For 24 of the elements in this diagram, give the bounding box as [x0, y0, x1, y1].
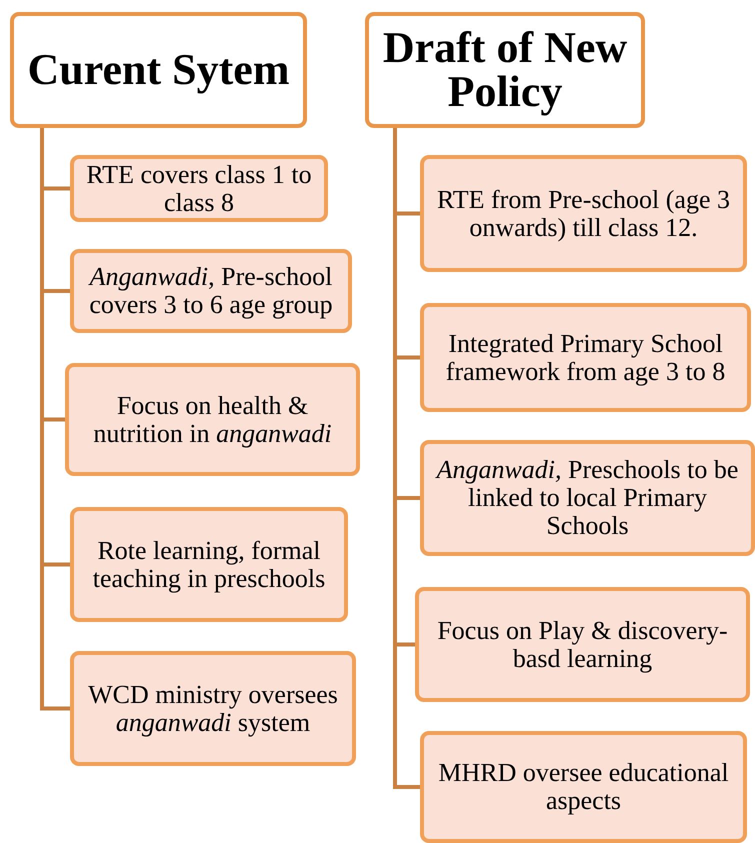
header-text: Curent Sytem	[26, 48, 290, 92]
process-box	[70, 507, 348, 622]
process-box	[420, 155, 747, 272]
process-box	[420, 440, 755, 556]
box-text: RTE from Pre-school (age 3 onwards) till class 12.	[436, 186, 732, 242]
box-text: Integrated Primary School framework from age 3 to 8	[444, 330, 726, 386]
box-text: Focus on health & nutrition in anganwadi	[92, 392, 333, 448]
box-text: Anganwadi, Preschools to be linked to local Primary Schools	[434, 456, 740, 540]
box-text: Anganwadi, Pre-school covers 3 to 6 age group	[87, 263, 334, 319]
box-text: Focus on Play & discovery-basd learning	[436, 616, 729, 672]
process-box	[65, 363, 360, 476]
header-box	[10, 12, 307, 128]
box-text: RTE covers class 1 to class 8	[85, 160, 313, 216]
process-box	[70, 155, 328, 222]
box-text: MHRD oversee educational aspects	[437, 759, 730, 815]
box-text: Rote learning, formal teaching in preschools	[92, 536, 326, 592]
process-box	[420, 731, 747, 843]
process-box	[415, 587, 750, 702]
process-box	[70, 249, 352, 333]
header-box	[365, 12, 645, 128]
header-text: Draft of New Policy	[382, 26, 628, 114]
process-box	[420, 303, 751, 412]
process-box	[70, 651, 356, 766]
box-text: WCD ministry oversees anganwadi system	[87, 680, 339, 736]
